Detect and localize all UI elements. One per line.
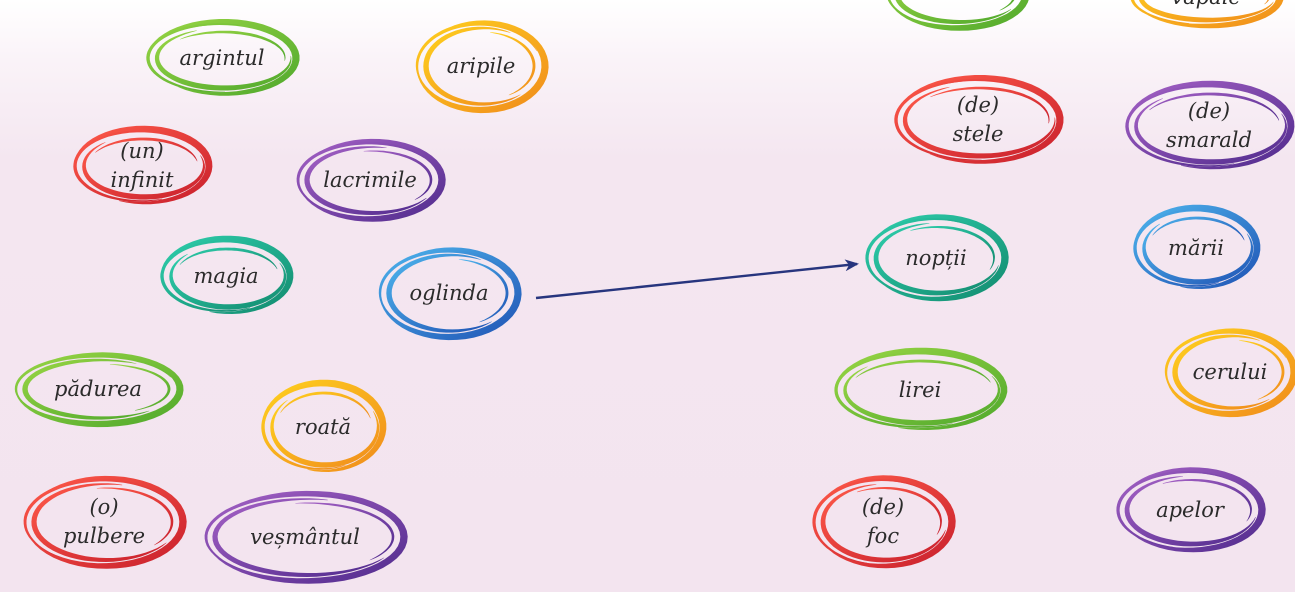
word-label: argintul: [142, 16, 302, 100]
word-line: aripile: [446, 53, 516, 78]
word-bubble-marii[interactable]: mării: [1129, 202, 1263, 294]
word-bubble-roata[interactable]: roată: [257, 377, 389, 477]
word-label: văpaie: [1126, 0, 1286, 32]
word-bubble-lacrimile[interactable]: lacrimile: [292, 135, 448, 225]
word-line: văpaie: [1171, 0, 1241, 12]
word-bubble-argintul[interactable]: argintul: [142, 16, 302, 100]
word-label: cerului: [1160, 324, 1295, 420]
word-line: pădurea: [54, 376, 142, 401]
word-bubble-o-pulbere[interactable]: (o) pulbere: [19, 472, 189, 572]
word-line: (de): [956, 93, 1000, 117]
word-bubble-top-green[interactable]: [882, 0, 1032, 34]
word-line: roată: [294, 414, 352, 439]
word-bubble-oglinda[interactable]: oglinda: [374, 243, 524, 343]
word-label: [882, 0, 1032, 34]
swirl-ring-icon: [146, 19, 300, 96]
word-label: (un) infinit: [69, 123, 215, 209]
word-label: nopții: [861, 211, 1011, 305]
word-bubble-lirei[interactable]: lirei: [830, 345, 1010, 435]
word-line: mării: [1168, 235, 1224, 260]
word-bubble-vesmantul[interactable]: veșmântul: [200, 487, 410, 587]
swirl-ring-icon: [73, 125, 213, 205]
word-line: lirei: [898, 377, 942, 402]
word-label: oglinda: [374, 243, 524, 343]
word-label: (de) stele: [890, 72, 1066, 168]
word-bubble-magia[interactable]: magia: [156, 233, 296, 319]
word-line: smarald: [1166, 128, 1252, 152]
word-bubble-noptii[interactable]: nopții: [861, 211, 1011, 305]
swirl-ring-icon: [1130, 0, 1284, 29]
word-label: pădurea: [10, 348, 186, 430]
word-line: nopții: [905, 245, 967, 270]
word-line: argintul: [179, 45, 265, 70]
word-bubble-de-stele[interactable]: (de) stele: [890, 72, 1066, 168]
word-label: lirei: [830, 345, 1010, 435]
word-label: magia: [156, 233, 296, 319]
word-line: cerului: [1192, 359, 1268, 384]
word-line: apelor: [1156, 497, 1224, 522]
swirl-ring-icon: [887, 0, 1029, 31]
word-label: lacrimile: [292, 135, 448, 225]
word-bubble-padurea[interactable]: pădurea: [10, 348, 186, 430]
word-label: (o) pulbere: [19, 472, 189, 572]
word-line: oglinda: [409, 280, 489, 305]
word-label: mării: [1129, 202, 1263, 294]
word-label: apelor: [1112, 464, 1268, 556]
word-bubble-cerului[interactable]: cerului: [1160, 324, 1295, 420]
word-label: (de) foc: [808, 472, 958, 572]
word-line: (de): [1187, 99, 1231, 123]
word-line: foc: [866, 524, 900, 548]
word-bubble-de-foc[interactable]: (de) foc: [808, 472, 958, 572]
word-line: veșmântul: [250, 524, 360, 549]
word-bubble-de-smarald[interactable]: (de) smarald: [1121, 78, 1295, 174]
word-label: aripile: [411, 16, 551, 116]
swirl-ring-icon: [160, 235, 294, 314]
word-label: veșmântul: [200, 487, 410, 587]
word-label: (de) smarald: [1121, 78, 1295, 174]
word-line: lacrimile: [323, 167, 417, 192]
swirl-ring-icon: [1125, 80, 1295, 170]
word-line: infinit: [110, 168, 174, 192]
word-bubble-vapaie[interactable]: văpaie: [1126, 0, 1286, 32]
swirl-ring-icon: [261, 379, 387, 472]
word-line: (o): [89, 495, 119, 519]
word-bubble-un-infinit[interactable]: (un) infinit: [69, 123, 215, 209]
word-line: magia: [193, 263, 259, 288]
word-line: pulbere: [62, 524, 146, 548]
word-line: (de): [861, 495, 905, 519]
word-bubble-apelor[interactable]: apelor: [1112, 464, 1268, 556]
word-line: (un): [120, 139, 164, 163]
word-label: roată: [257, 377, 389, 477]
word-bubble-aripile[interactable]: aripile: [411, 16, 551, 116]
swirl-ring-icon: [1133, 204, 1261, 289]
word-line: stele: [952, 122, 1004, 146]
swirl-ring-icon: [834, 347, 1008, 430]
